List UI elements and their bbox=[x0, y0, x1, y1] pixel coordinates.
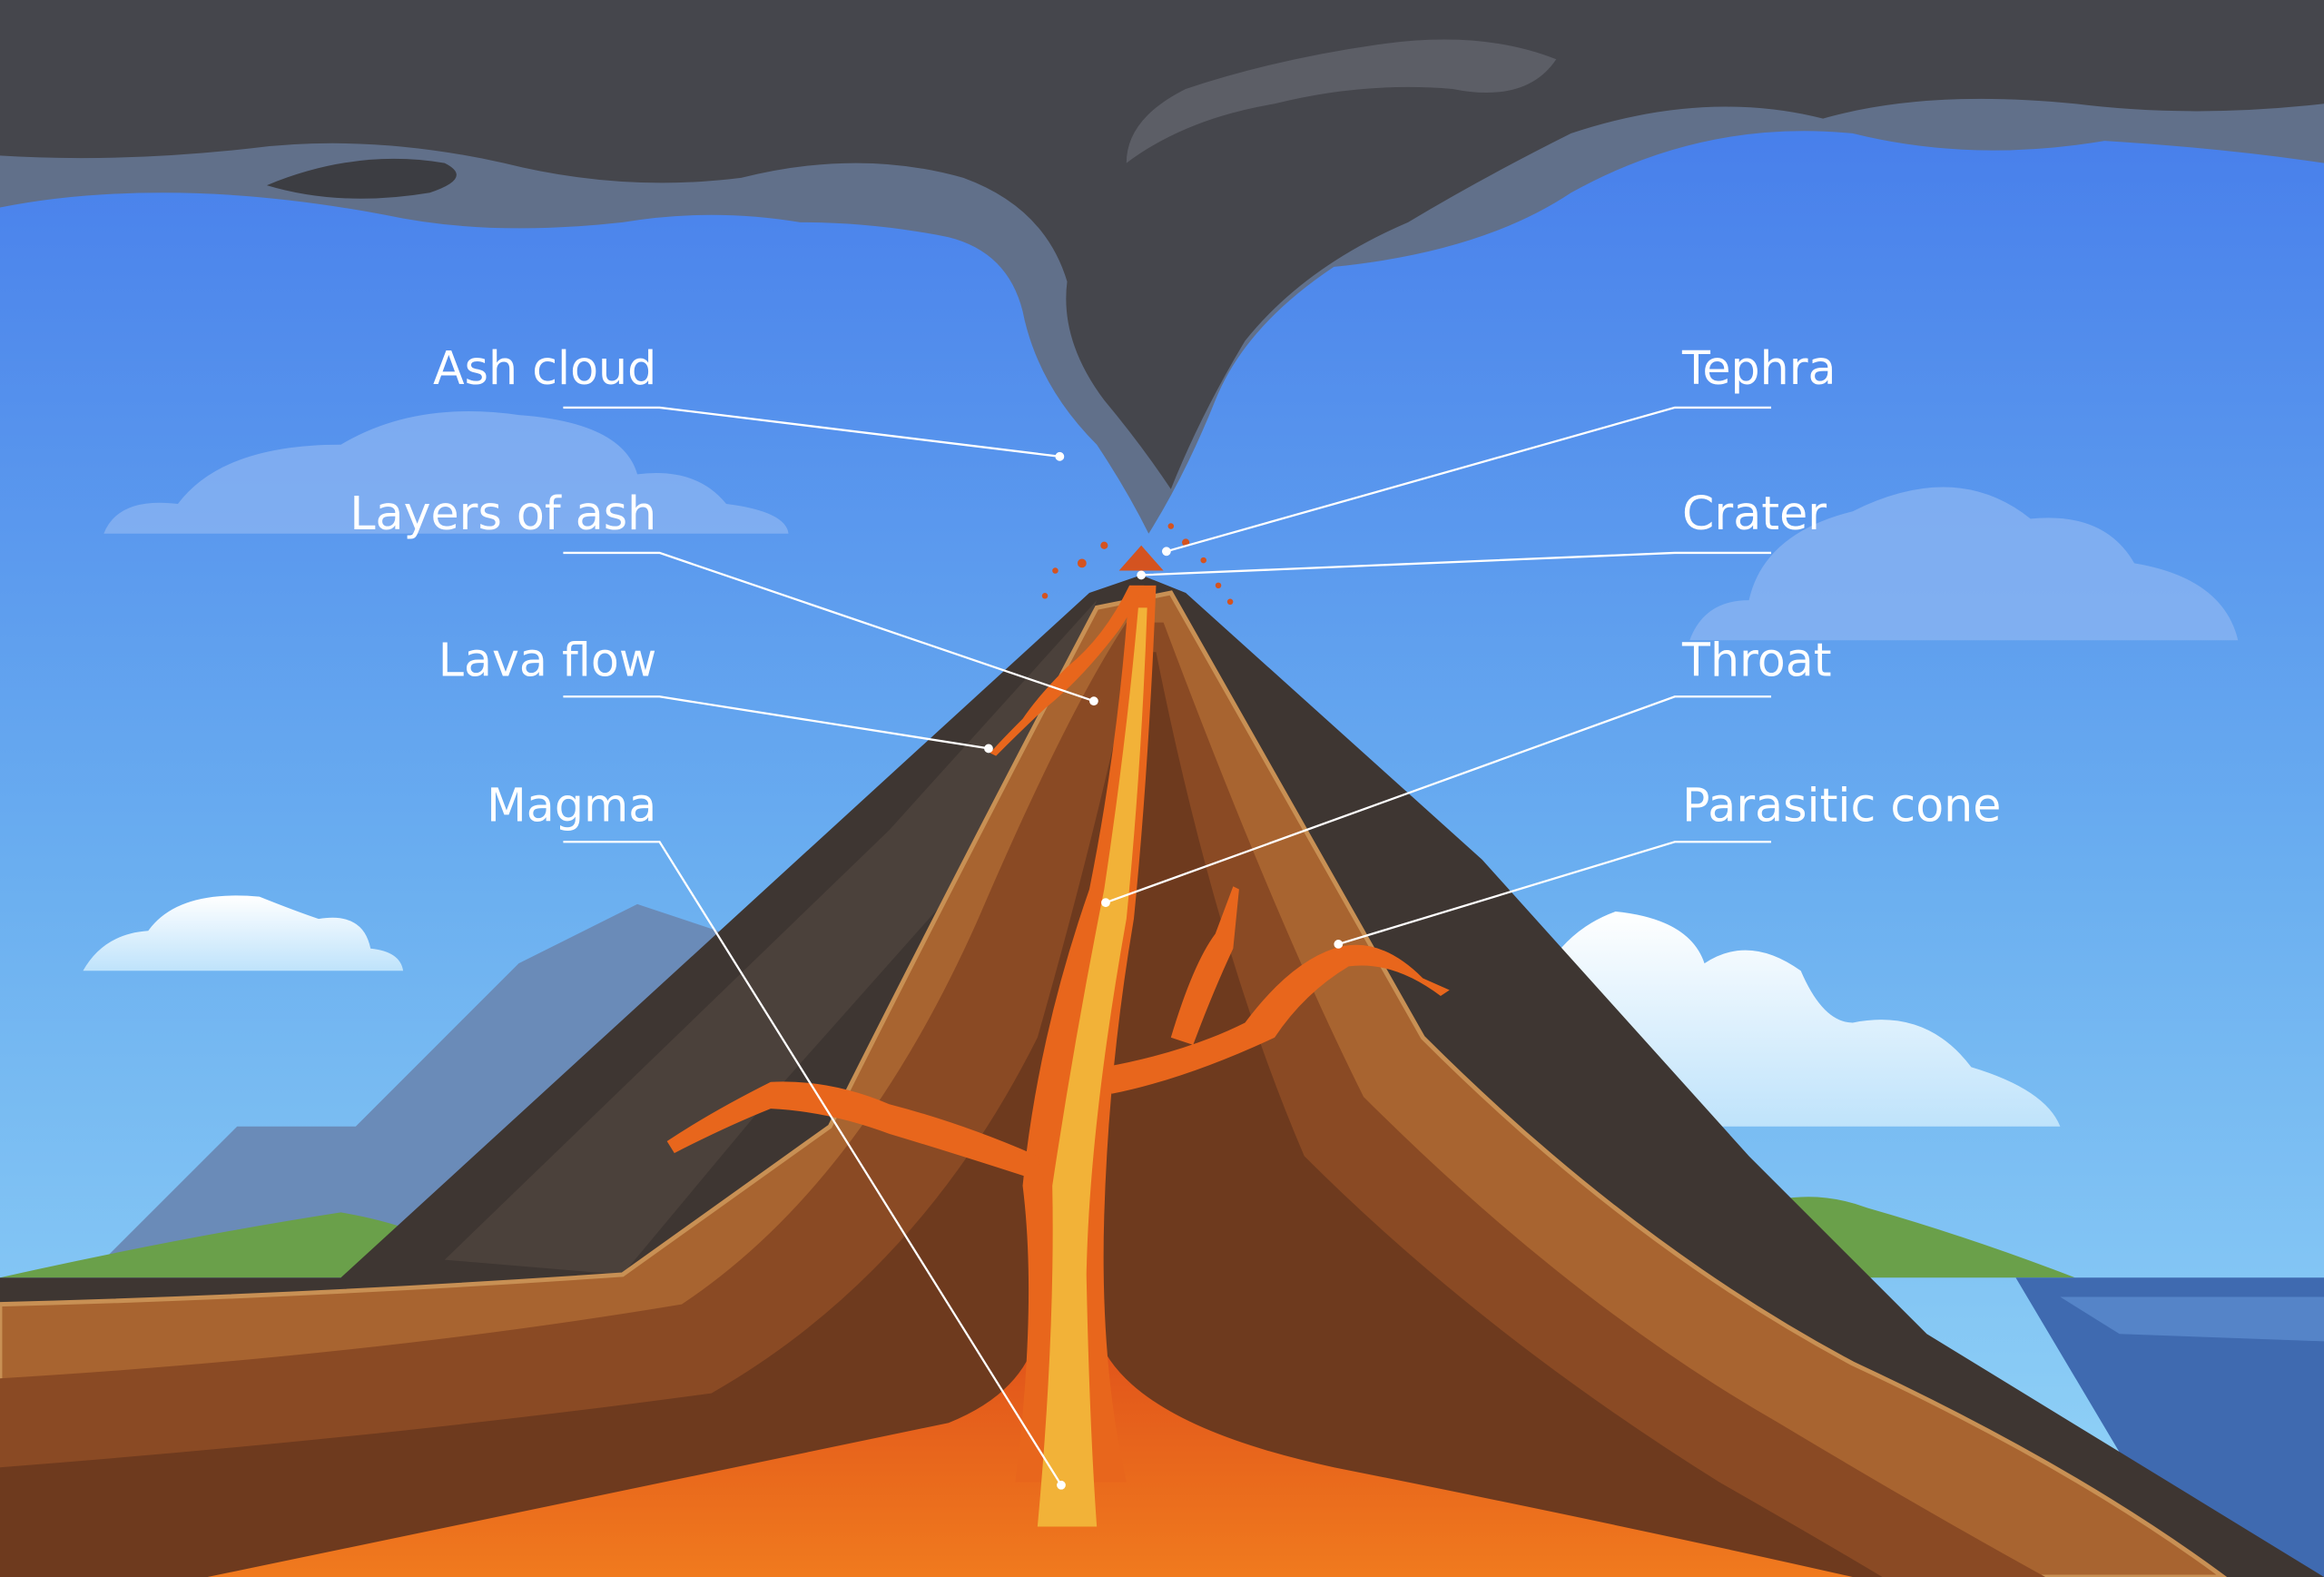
ash-cloud-streak bbox=[266, 158, 457, 199]
leader-throat bbox=[1105, 695, 1772, 904]
label-parasitic-cone: Parasitic cone bbox=[1682, 778, 2001, 832]
leader-tephra bbox=[1166, 406, 1772, 553]
leader-layers-of-ash bbox=[563, 551, 1095, 703]
leader-lines bbox=[563, 406, 1772, 1490]
leader-magma bbox=[563, 841, 1062, 1486]
marker-dot bbox=[1089, 696, 1098, 706]
marker-dot bbox=[1057, 1480, 1066, 1490]
marker-dot bbox=[1162, 547, 1171, 557]
volcano-slope-light bbox=[444, 600, 1098, 1275]
cloud bbox=[83, 895, 404, 971]
ground-layer bbox=[0, 652, 1883, 1577]
cloud bbox=[103, 411, 789, 534]
magma-branch-left bbox=[666, 1081, 1046, 1183]
ash-cloud-dark bbox=[0, 0, 2324, 489]
leader-crater bbox=[1141, 551, 1772, 577]
marker-dot bbox=[1055, 451, 1065, 461]
sea bbox=[2015, 1277, 2324, 1577]
parasitic-branch bbox=[1104, 944, 1450, 1094]
label-tephra: Tephra bbox=[1681, 341, 1836, 395]
label-magma: Magma bbox=[487, 778, 656, 832]
label-ash-cloud: Ash cloud bbox=[433, 341, 656, 395]
marker-dot bbox=[984, 744, 993, 754]
marker-dot bbox=[1137, 570, 1147, 580]
leader-ash-cloud bbox=[563, 406, 1060, 458]
label-crater: Crater bbox=[1682, 487, 1827, 540]
cloud bbox=[1689, 487, 2239, 641]
marker-dot bbox=[1101, 898, 1110, 908]
label-lava-flow: Lava flow bbox=[438, 633, 657, 686]
throat-core bbox=[1037, 607, 1147, 1527]
marker-dot bbox=[1334, 940, 1344, 949]
tephra bbox=[1041, 523, 1234, 606]
leader-lava-flow bbox=[563, 695, 990, 750]
label-throat: Throat bbox=[1681, 633, 1832, 686]
leader-parasitic-cone bbox=[1337, 841, 1772, 946]
ash-cloud-highlight bbox=[1126, 39, 1557, 163]
magma-branch-up bbox=[1170, 886, 1239, 1045]
sea-highlight bbox=[2060, 1296, 2324, 1342]
label-layers-of-ash: Layers of ash bbox=[350, 487, 656, 540]
lava-flow bbox=[990, 585, 1145, 756]
